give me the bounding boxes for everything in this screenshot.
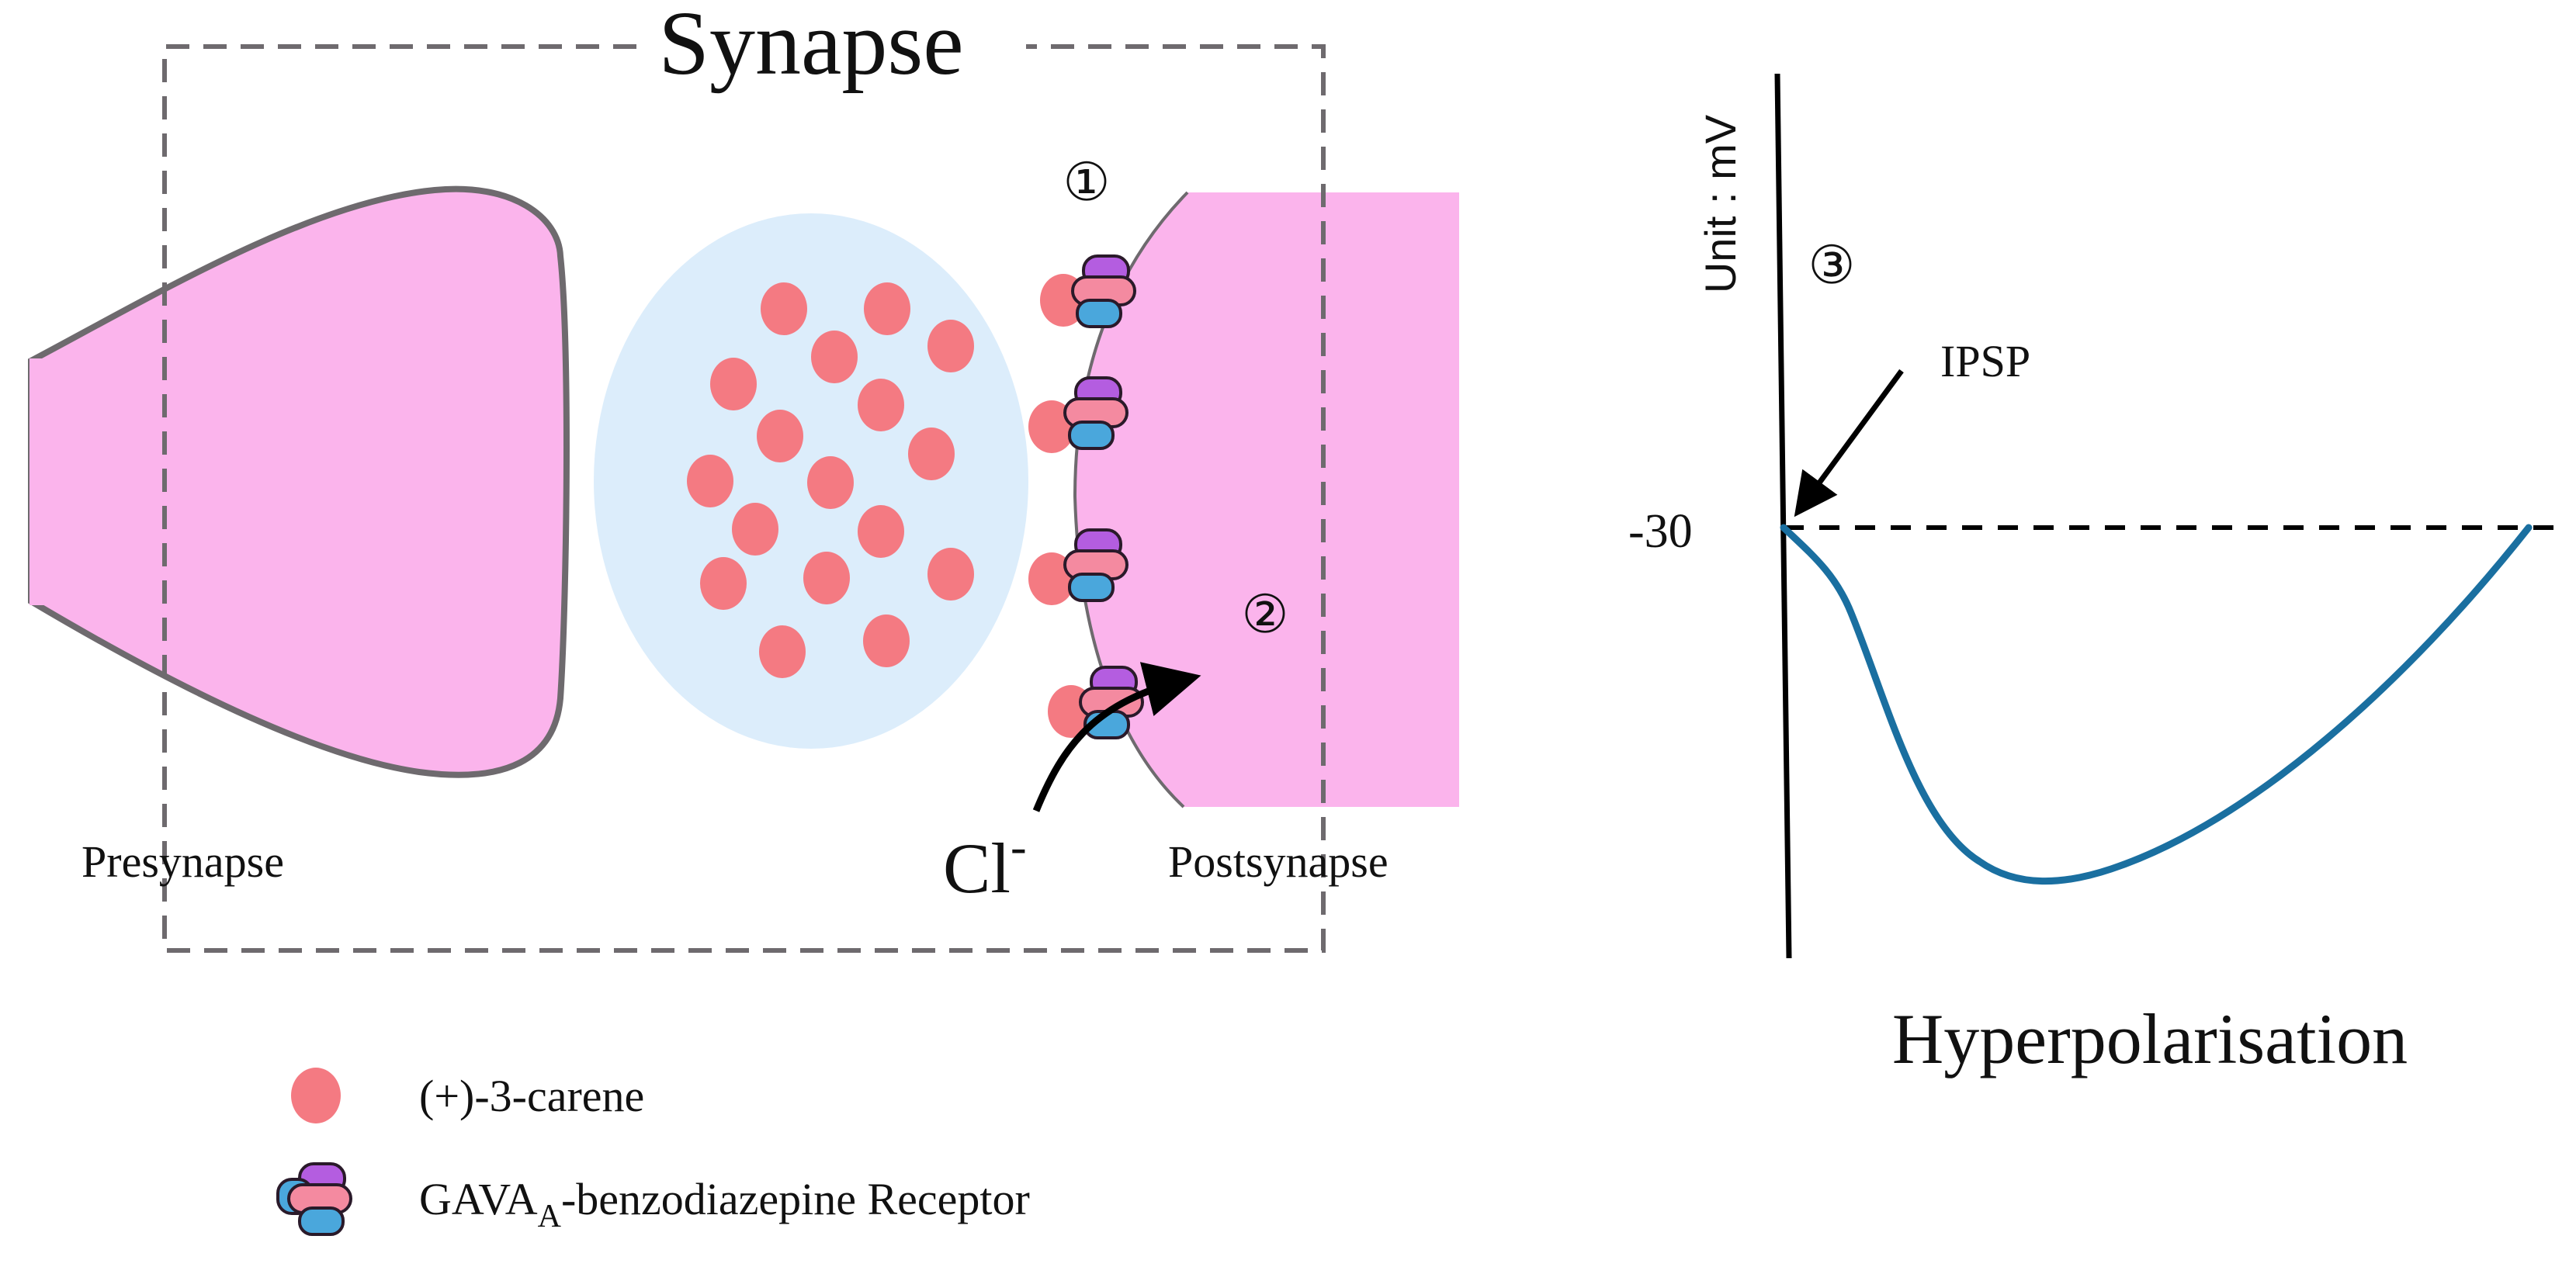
- voltage-axis: [1774, 73, 1792, 959]
- carene-dot: [757, 410, 803, 462]
- axis-unit-label: Unit : mV: [1696, 114, 1745, 293]
- carene-dot: [863, 614, 910, 667]
- step-1-marker: ①: [1063, 153, 1111, 212]
- carene-dot: [710, 358, 757, 410]
- carene-dot: [807, 456, 854, 509]
- carene-dot: [761, 282, 807, 335]
- carene-dot: [732, 503, 778, 556]
- postsynapse-terminal: [1075, 192, 1459, 807]
- carene-dot: [811, 331, 858, 383]
- carene-dot: [927, 548, 974, 601]
- receptor-1: [1040, 254, 1136, 328]
- presynapse-label: Presynapse: [81, 836, 284, 887]
- carene-dot: [908, 428, 955, 480]
- presynapse-terminal: [28, 185, 570, 778]
- synapse-title: Synapse: [658, 0, 963, 94]
- ipsp-graph: Unit : mV ③ IPSP -30 Hyperpolarisation: [1628, 73, 2553, 1078]
- carene-molecules: [687, 282, 974, 678]
- receptor-4: [1048, 666, 1144, 739]
- carene-dot: [759, 625, 806, 678]
- postsynapse-label: Postsynapse: [1168, 836, 1389, 887]
- legend-carene-swatch: [291, 1068, 341, 1123]
- legend-receptor-label: GAVAA-benzodiazepine Receptor: [419, 1174, 1030, 1234]
- receptor-2: [1028, 376, 1129, 453]
- carene-dot: [927, 320, 974, 372]
- carene-dot: [864, 282, 910, 335]
- carene-dot: [803, 552, 850, 604]
- carene-dot: [858, 505, 904, 558]
- baseline-value-label: -30: [1628, 505, 1693, 558]
- ipsp-trace: [1780, 524, 2533, 885]
- step-3-marker: ③: [1808, 236, 1856, 295]
- carene-dot: [700, 557, 747, 610]
- carene-dot: [687, 455, 733, 507]
- chloride-influx-arrow: [1032, 662, 1201, 812]
- presynapse-axon: [29, 358, 47, 605]
- legend-receptor-icon: [276, 1162, 352, 1236]
- ipsp-pointer-arrow: [1794, 369, 1904, 518]
- legend-carene-label: (+)-3-carene: [419, 1071, 644, 1121]
- chloride-ion-label: Cl-: [943, 821, 1027, 908]
- carene-dot: [858, 379, 904, 431]
- synapse-boundary-box: [162, 44, 1326, 953]
- step-2-marker: ②: [1242, 585, 1289, 644]
- ipsp-label: IPSP: [1940, 336, 2030, 386]
- hyperpolarisation-caption: Hyperpolarisation: [1892, 999, 2408, 1078]
- receptor-3: [1028, 528, 1129, 605]
- legend: (+)-3-carene GAVAA-benzodiazepine Recept…: [276, 1068, 1030, 1236]
